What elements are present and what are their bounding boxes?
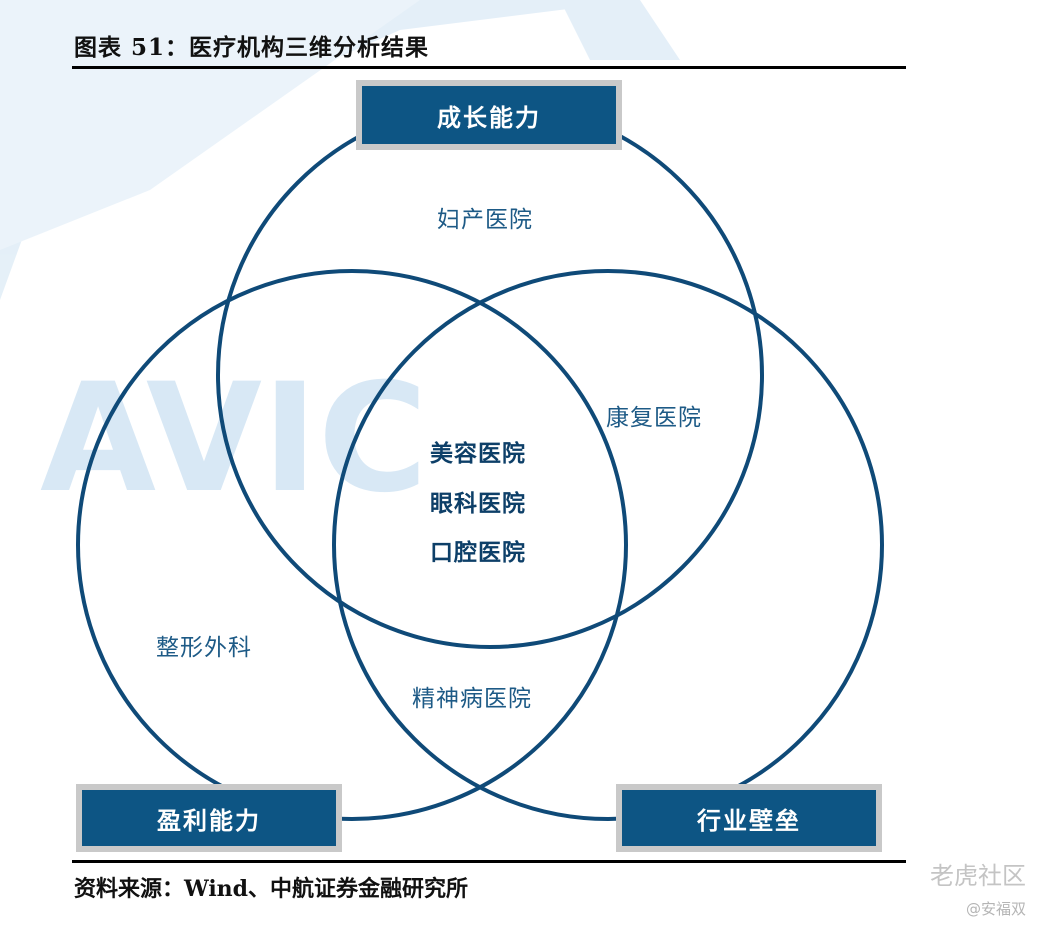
label-growth: 成长能力 [356,80,622,150]
figure-title: 图表 51：医疗机构三维分析结果 [74,34,430,61]
watermark-main: 老虎社区 [930,862,1026,890]
top-rule [72,66,906,69]
label-barriers: 行业壁垒 [616,784,882,852]
region-center-item: 口腔医院 [430,540,526,566]
region-center-item: 美容医院 [430,441,526,467]
watermark-sub: @安福双 [965,900,1026,918]
circle-profitability [76,269,628,821]
circle-barriers [332,269,884,821]
source-note: 资料来源：Wind、中航证券金融研究所 [74,876,469,902]
logo-wing-shape-2 [0,0,420,250]
logo-text: AVIC [40,352,428,526]
logo-tail-shape [560,0,680,60]
region-left-only: 整形外科 [156,635,252,661]
region-left-right: 精神病医院 [412,686,532,712]
region-top-right: 康复医院 [606,405,702,431]
region-top-only: 妇产医院 [437,207,533,233]
label-profitability: 盈利能力 [76,784,342,852]
region-center-item: 眼科医院 [430,491,526,517]
bottom-rule [72,860,906,863]
